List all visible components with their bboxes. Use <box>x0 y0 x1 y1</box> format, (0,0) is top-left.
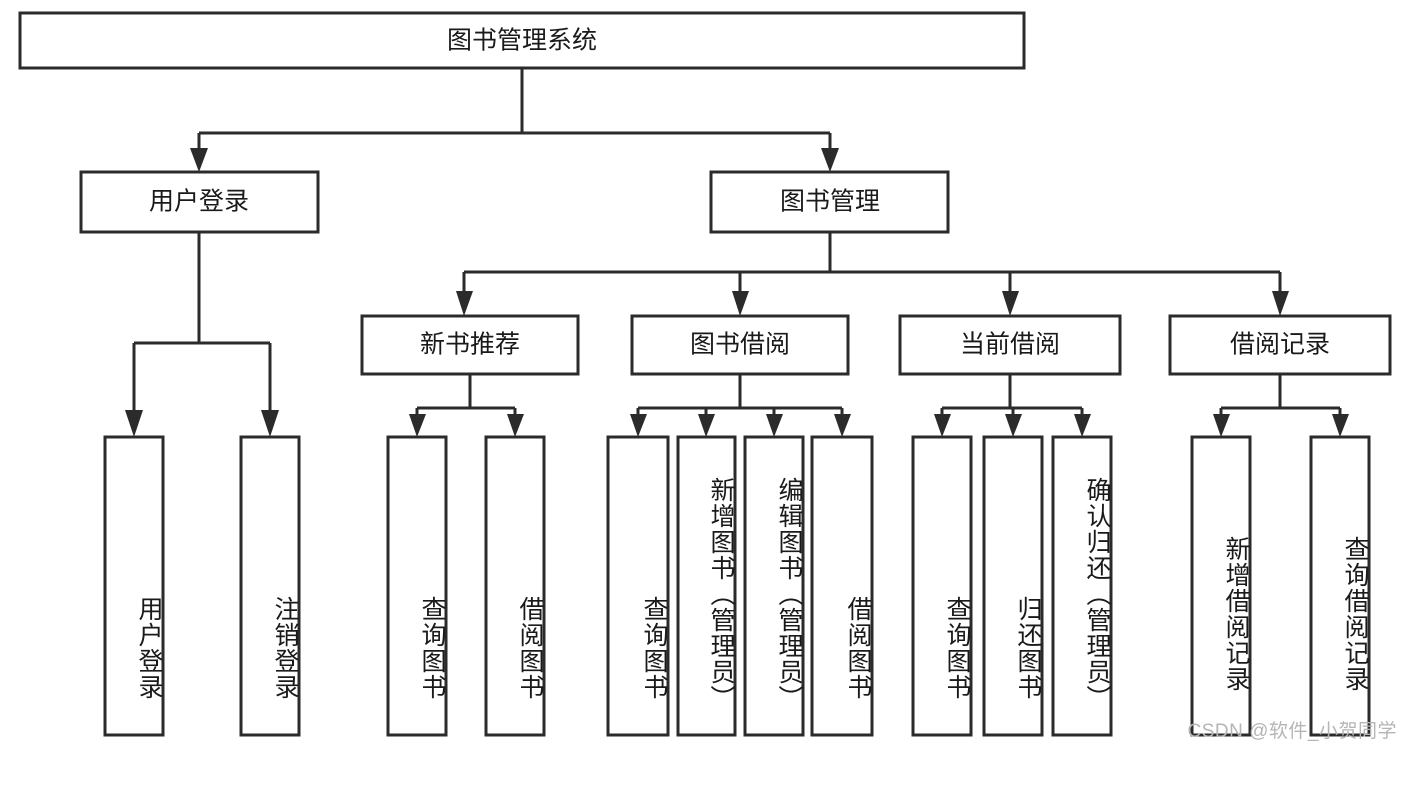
node-root-box[interactable] <box>18 11 1026 70</box>
node-book-manage-box[interactable] <box>709 170 950 234</box>
node-leaf-confirm-return-box[interactable] <box>1051 435 1113 737</box>
arrow-head-borrow-record <box>1272 291 1289 316</box>
node-borrow-record-box[interactable] <box>1168 314 1392 376</box>
tree-diagram-svg: 图书管理系统 用户登录 图书管理 新书推荐 图书借阅 当前借阅 借阅记录 <box>18 11 1392 737</box>
arrow-head-user-login <box>190 148 208 172</box>
node-leaf-query-book-3-box[interactable] <box>911 435 973 737</box>
arrow-head-leaf-return-book <box>1005 414 1022 437</box>
node-book-manage-label: 图书管理 <box>780 188 880 216</box>
node-book-borrow-label: 图书借阅 <box>690 331 790 359</box>
node-user-login-label: 用户登录 <box>149 188 249 216</box>
node-current-borrow-box[interactable] <box>898 314 1122 376</box>
node-book-borrow-box[interactable] <box>630 314 850 376</box>
arrow-head-book-manage <box>821 148 839 172</box>
arrow-head-leaf-query-book-3 <box>934 414 951 437</box>
node-new-book-recommend-label: 新书推荐 <box>420 331 520 359</box>
node-leaf-logout-login-box[interactable] <box>239 435 301 737</box>
arrow-head-new-book-recommend <box>456 291 473 316</box>
arrow-head-leaf-user-login <box>125 410 143 437</box>
diagram-canvas: 图书管理系统 用户登录 图书管理 新书推荐 图书借阅 当前借阅 借阅记录 <box>18 11 1397 742</box>
node-user-login-box[interactable] <box>79 170 320 234</box>
arrow-head-leaf-query-book-2 <box>630 414 647 437</box>
node-borrow-record-label: 借阅记录 <box>1230 331 1330 359</box>
arrow-head-leaf-borrow-book-1 <box>507 414 524 437</box>
node-layer: 图书管理系统 用户登录 图书管理 新书推荐 图书借阅 当前借阅 借阅记录 <box>18 11 1392 737</box>
node-leaf-add-book-box[interactable] <box>676 435 737 737</box>
arrow-head-leaf-logout-login <box>261 410 279 437</box>
arrow-head-leaf-edit-book <box>766 414 783 437</box>
arrow-head-leaf-query-borrow-record <box>1332 414 1349 437</box>
node-leaf-return-book-box[interactable] <box>982 435 1044 737</box>
node-leaf-add-borrow-record-box[interactable] <box>1190 435 1252 737</box>
node-root-label: 图书管理系统 <box>447 27 597 55</box>
node-leaf-edit-book-box[interactable] <box>743 435 805 737</box>
arrow-head-leaf-borrow-book-2 <box>834 414 851 437</box>
node-leaf-query-borrow-record-box[interactable] <box>1309 435 1371 737</box>
arrow-head-current-borrow <box>1002 291 1019 316</box>
watermark-text: CSDN @软件_小贺同学 <box>1187 721 1397 742</box>
node-current-borrow-label: 当前借阅 <box>960 331 1060 359</box>
arrow-head-leaf-confirm-return <box>1074 414 1091 437</box>
arrow-head-leaf-add-borrow-record <box>1213 414 1230 437</box>
arrow-head-leaf-query-book-1 <box>409 414 426 437</box>
node-leaf-borrow-book-2-box[interactable] <box>810 435 874 737</box>
arrow-head-leaf-add-book <box>698 414 715 437</box>
connector-layer <box>125 68 1349 437</box>
node-leaf-borrow-book-1-box[interactable] <box>484 435 546 737</box>
node-leaf-user-login-box[interactable] <box>103 435 165 737</box>
node-leaf-query-book-2-box[interactable] <box>606 435 670 737</box>
node-new-book-recommend-box[interactable] <box>360 314 580 376</box>
node-leaf-query-book-1-box[interactable] <box>386 435 448 737</box>
arrow-head-book-borrow <box>732 291 749 316</box>
